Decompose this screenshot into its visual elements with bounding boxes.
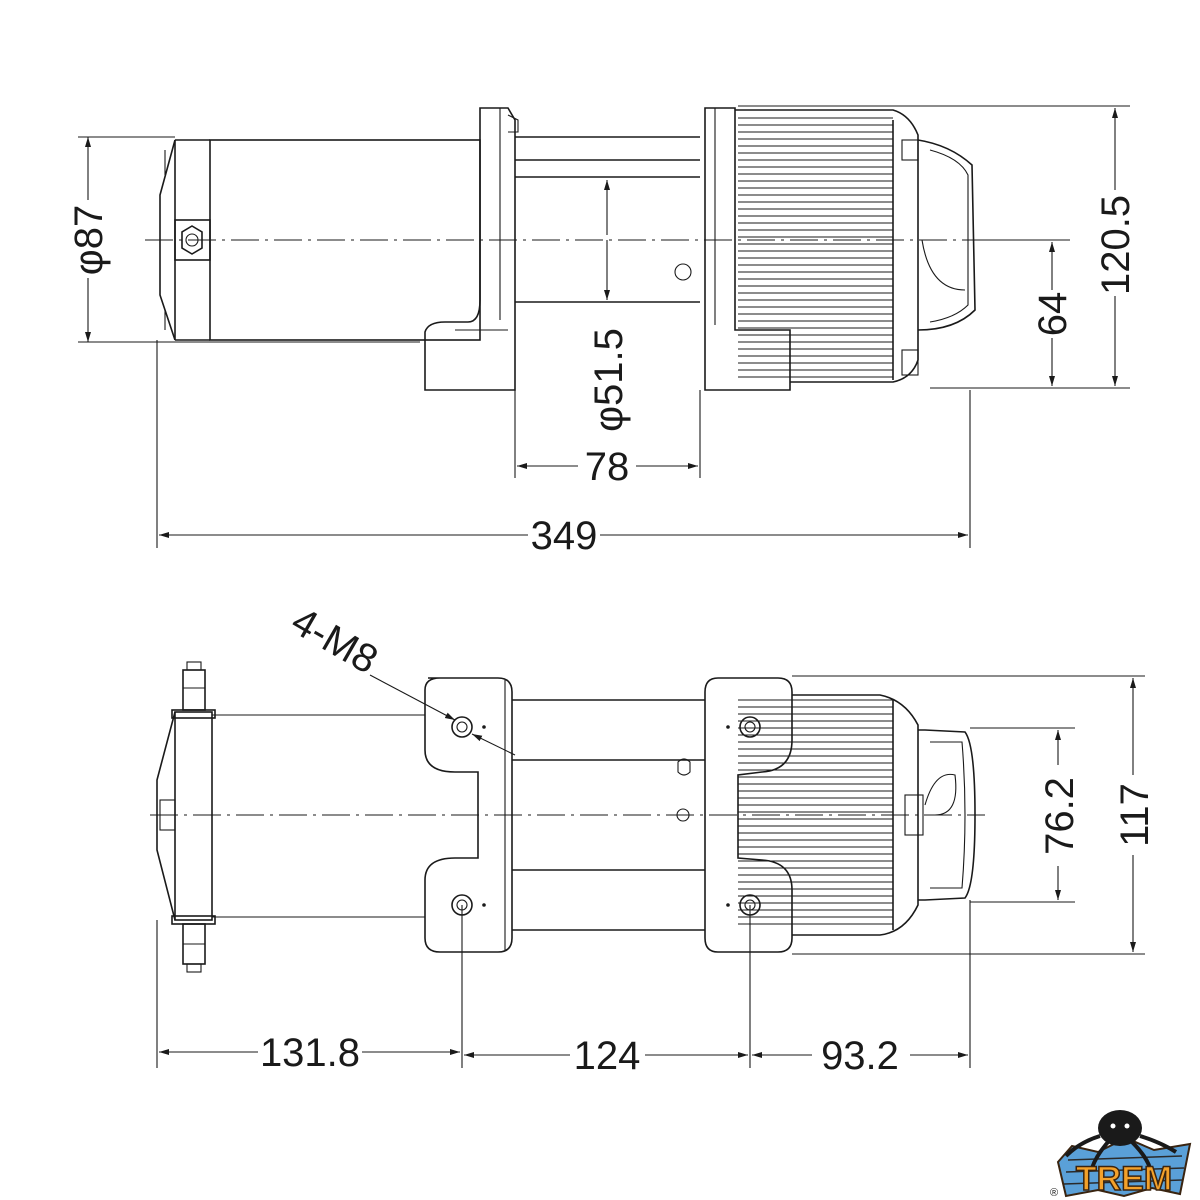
dim-drum-length: 78 xyxy=(517,445,698,489)
dim-bolt-spacing: 124 xyxy=(464,1034,748,1078)
bolt-hole xyxy=(451,716,486,738)
dim-overall-width: 117 xyxy=(1113,678,1157,952)
drum xyxy=(515,136,700,303)
top-view: φ87 φ51.5 78 349 64 xyxy=(67,105,1138,558)
dim-label-bolt-to-end: 93.2 xyxy=(821,1034,899,1078)
bolt-hole xyxy=(726,716,761,738)
dim-overall-length: 349 xyxy=(159,514,968,558)
dim-label-overall-height: 120.5 xyxy=(1094,195,1138,295)
bolt-hole xyxy=(451,894,486,916)
logo-octopus-head xyxy=(1098,1110,1142,1146)
bolt-holes xyxy=(451,716,761,916)
bolt-hole xyxy=(726,894,761,916)
dim-overall-height: 120.5 xyxy=(1094,108,1138,386)
bottom-view: 4-M8 131.8 124 93.2 xyxy=(150,599,1157,1078)
logo-eye xyxy=(1124,1123,1130,1129)
dim-label-mount-height: 64 xyxy=(1031,292,1075,337)
left-bracket xyxy=(424,107,519,391)
dim-label-motor-to-bolt: 131.8 xyxy=(260,1031,360,1075)
motor-end xyxy=(156,661,425,973)
dim-label-bolt-spacing: 124 xyxy=(574,1034,641,1078)
dim-label-bolt-spec: 4-M8 xyxy=(284,599,385,683)
gearbox-fins xyxy=(738,117,893,378)
dim-label-bolt-width: 76.2 xyxy=(1038,777,1082,855)
dim-motor-to-bolt: 131.8 xyxy=(159,1031,460,1075)
logo-text: TREM xyxy=(1076,1160,1172,1198)
gearbox-fins-bottom xyxy=(738,699,893,925)
dim-bolt-to-end: 93.2 xyxy=(752,1034,968,1078)
gearbox xyxy=(704,107,976,391)
dim-label-overall-width: 117 xyxy=(1113,783,1157,847)
drum-rods xyxy=(512,699,705,931)
trem-logo: TREM ® xyxy=(1050,1110,1192,1199)
logo-eye xyxy=(1110,1123,1116,1129)
dim-bolt-spec: 4-M8 xyxy=(284,599,516,756)
dim-label-drum-length: 78 xyxy=(585,445,630,489)
gearbox-bottom xyxy=(792,694,976,936)
dim-label-diameter-drum: φ51.5 xyxy=(587,328,631,432)
dim-label-overall-length: 349 xyxy=(531,514,598,558)
logo-stripes xyxy=(1063,1155,1185,1185)
dim-bolt-width: 76.2 xyxy=(1038,730,1082,900)
right-mount-plate xyxy=(704,677,793,953)
bottom-extension-lines xyxy=(156,675,1145,1068)
dim-diameter-motor: φ87 xyxy=(67,137,111,342)
logo-registered-mark: ® xyxy=(1050,1187,1058,1199)
left-mount-plate xyxy=(424,677,513,953)
top-extension-lines xyxy=(78,105,1130,548)
dim-diameter-drum: φ51.5 xyxy=(587,180,631,432)
dim-label-diameter-motor: φ87 xyxy=(67,205,111,275)
dim-mount-height: 64 xyxy=(1031,242,1075,386)
logo-octopus-tentacles xyxy=(1064,1134,1178,1169)
